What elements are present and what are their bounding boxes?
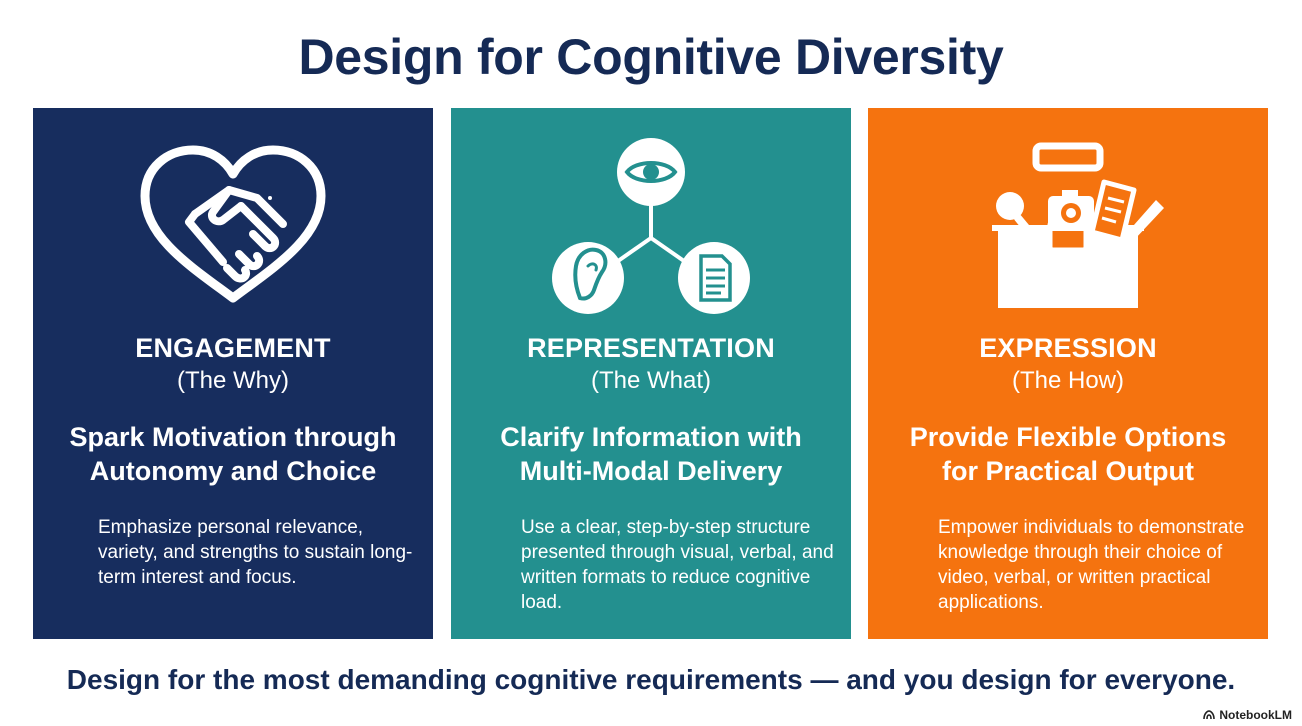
brand-watermark: NotebookLM xyxy=(1203,708,1292,722)
card-tagline: Spark Motivation through Autonomy and Ch… xyxy=(43,420,423,488)
slide-title: Design for Cognitive Diversity xyxy=(298,29,1004,85)
heart-handshake-icon xyxy=(33,138,433,328)
card-subheading: (The How) xyxy=(1011,367,1125,394)
card-tagline-line: Multi-Modal Delivery xyxy=(519,456,783,486)
card-subheading: (The Why) xyxy=(176,367,289,394)
card-heading: EXPRESSION xyxy=(979,333,1157,363)
eye-ear-document-icon xyxy=(451,138,851,328)
card-expression: EXPRESSION (The How) Provide Flexible Op… xyxy=(868,108,1268,639)
card-tagline-line: Clarify Information with xyxy=(500,422,802,452)
card-tagline: Clarify Information with Multi-Modal Del… xyxy=(461,420,841,488)
footer-statement: Design for the most demanding cognitive … xyxy=(66,664,1236,695)
card-heading: REPRESENTATION xyxy=(527,333,775,363)
notebooklm-logo-icon xyxy=(1203,710,1216,720)
toolbox-icon xyxy=(868,138,1268,328)
card-tagline-line: Spark Motivation through xyxy=(69,422,397,452)
card-body: Use a clear, step-by-step structure pres… xyxy=(521,517,834,613)
card-tagline: Provide Flexible Options for Practical O… xyxy=(878,420,1258,488)
card-tagline-line: Autonomy and Choice xyxy=(89,456,377,486)
card-subheading: (The What) xyxy=(590,367,712,394)
brand-label: NotebookLM xyxy=(1219,708,1292,722)
card-tagline-line: for Practical Output xyxy=(941,456,1195,486)
card-heading: ENGAGEMENT xyxy=(135,333,331,363)
card-representation: REPRESENTATION (The What) Clarify Inform… xyxy=(451,108,851,639)
card-tagline-line: Provide Flexible Options xyxy=(909,422,1227,452)
card-body: Emphasize personal relevance, variety, a… xyxy=(98,517,413,588)
card-engagement: ENGAGEMENT (The Why) Spark Motivation th… xyxy=(33,108,433,639)
card-body: Empower individuals to demonstrate knowl… xyxy=(938,517,1245,613)
